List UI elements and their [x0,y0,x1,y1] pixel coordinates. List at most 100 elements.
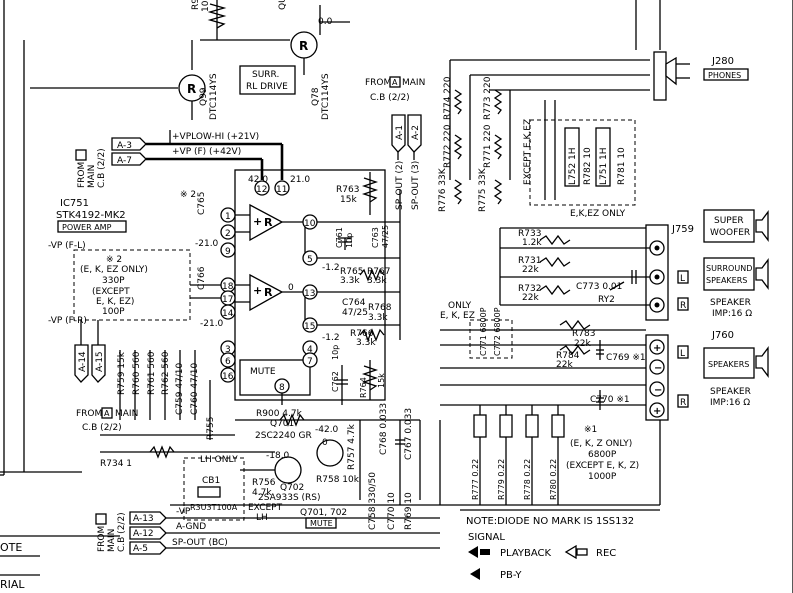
c760-label: C760 47/10 [190,362,200,415]
r767-val: 3.3k [367,276,387,286]
svg-text:R: R [187,82,196,96]
v-n21a: -21.0 [195,239,219,249]
v-n12a: -1.2 [322,263,340,273]
c768-label: C768 0.033 [379,403,389,455]
cap6800: 6800P [588,450,617,460]
rl-drive-text: RL DRIVE [246,82,288,92]
woofer-label: WOOFER [710,228,750,238]
from-main-top-cb: C.B (2/2) [370,93,410,103]
ekez-only: (E, K, EZ ONLY) [80,265,148,275]
j280-phones-jack [653,51,690,101]
svg-text:17: 17 [222,295,233,305]
ic-pin: 1 [220,207,236,223]
svg-text:+: + [653,343,661,354]
vpfl-label: -VP (F-L) [48,241,86,251]
cb1-part: R3U3T100A [190,503,238,512]
opamp-bottom [249,273,284,312]
cap100: 100P [102,307,125,317]
l-marker-j760-box [677,345,689,359]
svg-text:R: R [264,286,273,299]
speaker-imp-label: SPEAKER [710,298,751,308]
r765-val: 3.3k [340,276,360,286]
star1-label: ※1 [584,425,597,435]
ekez-label: E, K, EZ) [96,297,134,307]
ic-type: POWER AMP [62,223,112,232]
svg-text:14: 14 [222,309,234,319]
svg-text:+: + [253,215,262,228]
q701-702-label: Q701, 702 [300,508,347,518]
c769-label: C769 ※1 [606,353,646,363]
r783-val: 22k [574,339,591,349]
speakers-label: SPEAKERS [706,276,747,285]
c763-val: 47/25 [381,225,390,248]
connector-a12 [129,526,167,540]
a5-label: A-5 [133,544,148,554]
ic-pin: 16 [220,367,236,383]
mute-tag: MUTE [310,519,333,528]
c767-label: C767 0.033 [404,408,414,460]
c770-label: C770 10 [387,492,397,530]
mute-section [100,413,441,521]
a12-label: A-12 [133,529,154,539]
ic-pin: 12 [254,180,270,196]
svg-text:+: + [653,406,661,417]
connector-a15 [91,344,106,383]
cap1000: 1000P [588,472,617,482]
only-ekez-label: E, K, EZ [440,311,475,321]
a3-label: A-3 [117,141,132,151]
c764-val: 47/25 [342,308,368,318]
lv-from: FROM [76,409,102,419]
c761-label: C761 [335,227,344,248]
headphone-network [449,59,650,206]
legend-rec: REC [596,548,616,559]
q99-q78-section: R R [30,0,350,120]
q702-name: Q702 [280,483,304,493]
r760-label: R760 560 [132,351,142,395]
svg-text:+: + [253,284,262,297]
q78-part: DTC114YS [321,73,331,120]
connector-a3 [111,137,147,151]
surround-speaker-icon [755,258,769,290]
c761-val: 10p [345,233,354,248]
l-mark-j760: L [680,349,685,359]
cb1-component [197,486,221,498]
connector-a14 [74,344,89,383]
r767-label: R767 [367,267,390,277]
ic-name: IC751 [60,198,89,209]
c758-label: C758 330/50 [368,472,378,530]
l752-label: L752 1H [568,147,578,185]
phones-box [703,68,749,81]
lv-main: MAIN [115,409,138,419]
r779-label: R779 0.22 [497,459,506,500]
ic-star2: ※ 2 [180,190,196,200]
l751-coil [595,127,611,187]
r771-label: R771 220 [483,124,493,168]
ic-pin: 6 [220,352,236,368]
from-main-top-main: MAIN [402,78,425,88]
ekez-only-label: E,K,EZ ONLY [570,209,626,219]
imp16-label: IMP:16 Ω [712,309,752,319]
r900-label: R900 4.7k [256,409,303,419]
c759-label: C759 47/10 [175,362,185,415]
svg-text:4: 4 [307,345,313,355]
connector-a5 [129,541,167,555]
pby-arrow-icon [470,568,480,580]
l-mark-j759: L [680,274,685,284]
r782-label: R782 10 [583,147,593,185]
svg-text:R: R [264,216,273,229]
ic-pin: 14 [220,304,236,320]
opamp-top [249,203,284,242]
r768-label: R768 [368,303,392,313]
r766-val: 3.3k [356,338,376,348]
legend-pby: PB-Y [500,570,522,581]
svg-text:R: R [299,39,308,53]
mute-text: MUTE [250,367,276,377]
svg-text:16: 16 [222,372,234,382]
v210-label: 21.0 [290,175,310,185]
r761-label: R761 560 [147,351,157,395]
svg-text:6: 6 [225,357,231,367]
option-dashed-area [73,249,191,321]
ic-pin: 11 [274,180,290,196]
